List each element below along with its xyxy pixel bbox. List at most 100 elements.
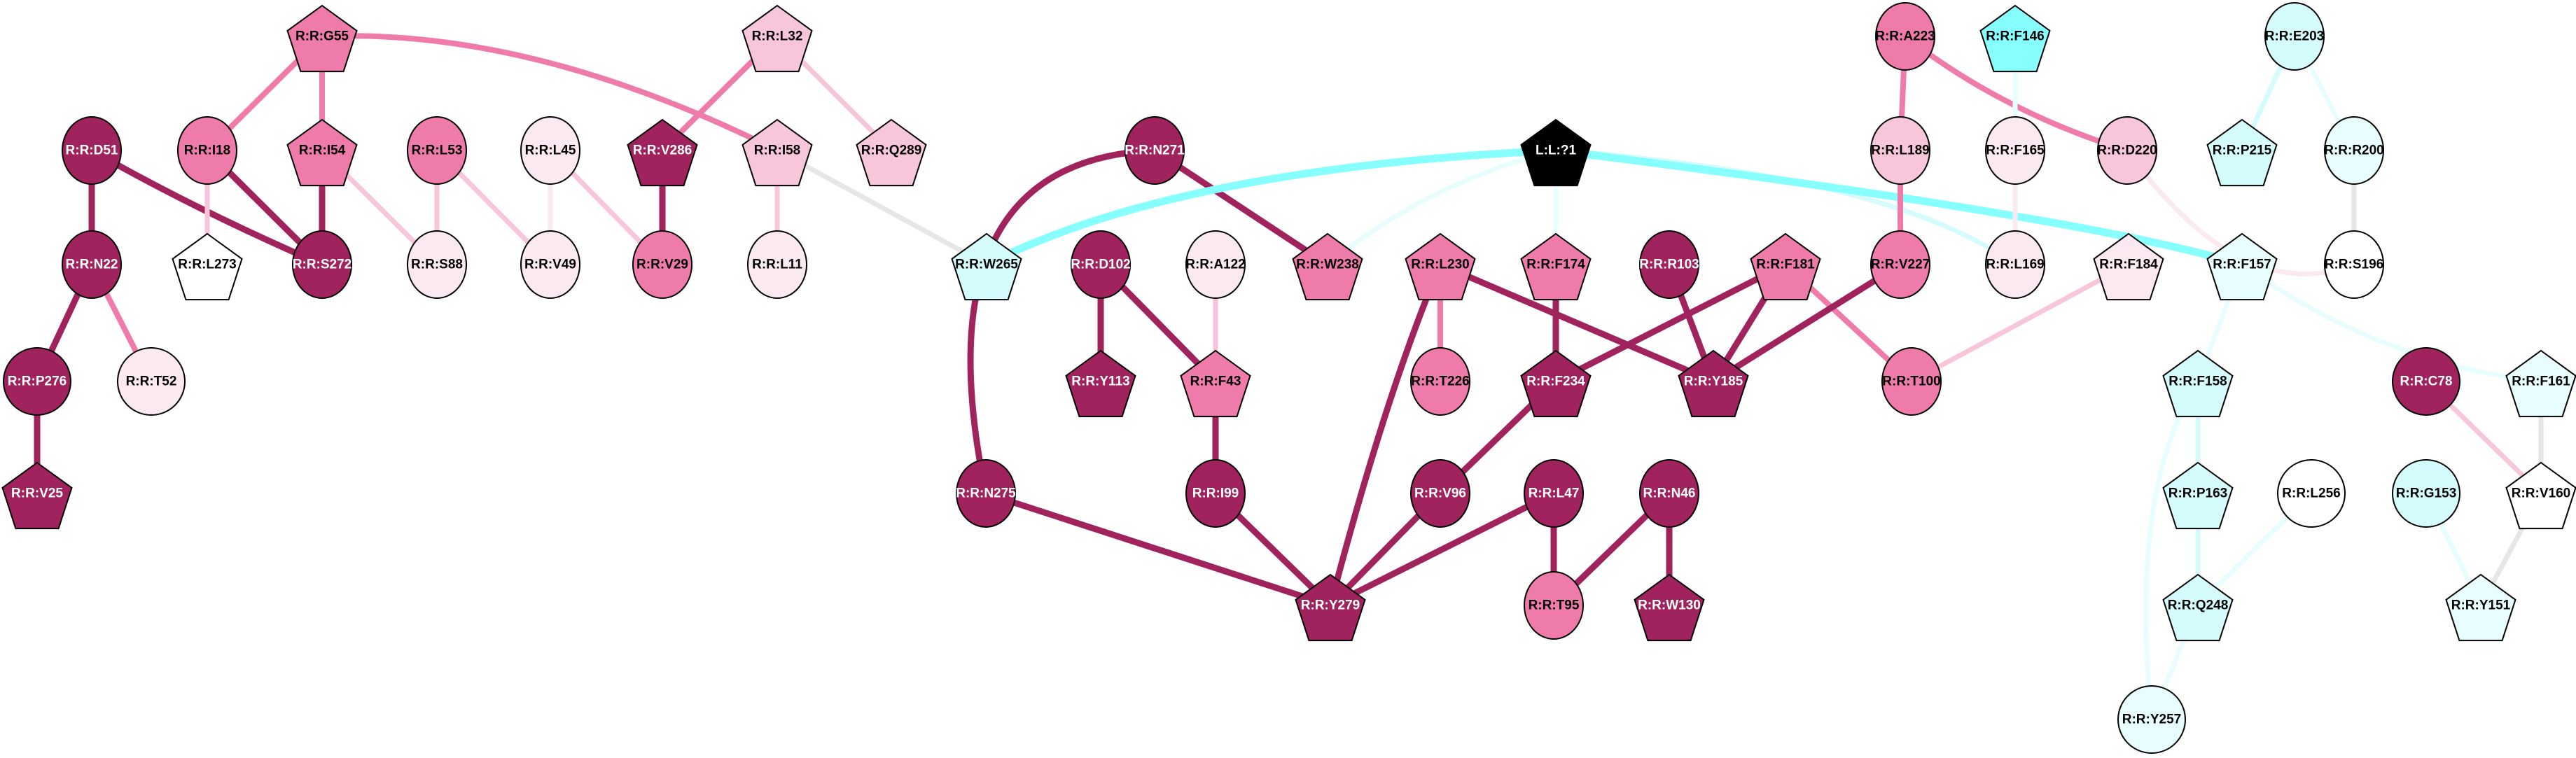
- node-a223[interactable]: R:R:A223: [1875, 2, 1935, 71]
- node-i99[interactable]: R:R:I99: [1185, 459, 1246, 528]
- node-n46[interactable]: R:R:N46: [1639, 459, 1699, 528]
- node-f43[interactable]: R:R:F43: [1180, 349, 1251, 418]
- node-y279[interactable]: R:R:Y279: [1295, 573, 1366, 642]
- node-l47[interactable]: R:R:L47: [1524, 459, 1584, 528]
- node-t95[interactable]: R:R:T95: [1524, 571, 1584, 640]
- node-n275[interactable]: R:R:N275: [956, 459, 1016, 528]
- node-f157[interactable]: R:R:F157: [2206, 232, 2278, 301]
- node-t52[interactable]: R:R:T52: [117, 347, 186, 416]
- node-l189[interactable]: R:R:L189: [1870, 116, 1930, 185]
- node-g55[interactable]: R:R:G55: [286, 4, 358, 73]
- node-v29[interactable]: R:R:V29: [632, 230, 692, 299]
- node-a122[interactable]: R:R:A122: [1185, 230, 1246, 299]
- node-label: R:R:N46: [1643, 486, 1696, 501]
- node-p276[interactable]: R:R:P276: [3, 347, 71, 416]
- node-label: R:R:S272: [293, 258, 351, 272]
- node-i58[interactable]: R:R:I58: [742, 118, 813, 187]
- node-l32[interactable]: R:R:L32: [742, 4, 813, 73]
- node-s196[interactable]: R:R:S196: [2324, 230, 2384, 299]
- node-y257[interactable]: R:R:Y257: [2117, 685, 2186, 754]
- node-t226[interactable]: R:R:T226: [1410, 347, 1470, 416]
- node-l169[interactable]: R:R:L169: [1985, 230, 2045, 299]
- node-g153[interactable]: R:R:G153: [2392, 459, 2460, 528]
- node-label: R:R:L230: [1411, 258, 1469, 272]
- ellipse-node-shape: [1185, 230, 1246, 299]
- node-p163[interactable]: R:R:P163: [2162, 461, 2234, 530]
- node-v286[interactable]: R:R:V286: [627, 118, 698, 187]
- node-label: R:R:P163: [2168, 486, 2227, 501]
- pentagon-node-shape: [2206, 232, 2278, 301]
- ellipse-node-shape: [1071, 230, 1131, 299]
- node-label: R:R:D51: [66, 143, 118, 158]
- node-f181[interactable]: R:R:F181: [1750, 232, 1821, 301]
- node-d102[interactable]: R:R:D102: [1071, 230, 1131, 299]
- ellipse-node-shape: [62, 230, 122, 299]
- node-f165[interactable]: R:R:F165: [1985, 116, 2045, 185]
- node-f158[interactable]: R:R:F158: [2162, 349, 2234, 418]
- node-f174[interactable]: R:R:F174: [1520, 232, 1592, 301]
- node-t100[interactable]: R:R:T100: [1881, 347, 1942, 416]
- node-l45[interactable]: R:R:L45: [520, 116, 580, 185]
- node-n22[interactable]: R:R:N22: [62, 230, 122, 299]
- node-i54[interactable]: R:R:I54: [286, 118, 358, 187]
- node-f161[interactable]: R:R:F161: [2505, 349, 2576, 418]
- node-r103[interactable]: R:R:R103: [1639, 230, 1699, 299]
- pentagon-node-shape: [172, 232, 243, 301]
- node-d220[interactable]: R:R:D220: [2097, 116, 2157, 185]
- node-f234[interactable]: R:R:F234: [1520, 349, 1592, 418]
- node-label: R:R:F174: [1526, 258, 1585, 272]
- node-label: R:R:F161: [2512, 374, 2570, 389]
- node-label: R:R:W265: [955, 258, 1018, 272]
- node-w265[interactable]: R:R:W265: [951, 232, 1022, 301]
- node-v96[interactable]: R:R:V96: [1410, 459, 1470, 528]
- node-label: R:R:S196: [2325, 258, 2383, 272]
- node-label: L:L:?1: [1536, 143, 1576, 158]
- node-label: R:R:V96: [1414, 486, 1466, 501]
- node-l230[interactable]: R:R:L230: [1405, 232, 1476, 301]
- ellipse-node-shape: [2277, 459, 2346, 528]
- node-s88[interactable]: R:R:S88: [407, 230, 467, 299]
- node-label: R:R:I99: [1192, 486, 1239, 501]
- ellipse-node-shape: [2097, 116, 2157, 185]
- node-v25[interactable]: R:R:V25: [1, 461, 73, 530]
- node-label: R:R:G153: [2396, 486, 2457, 501]
- node-l11[interactable]: R:R:L11: [747, 230, 807, 299]
- node-q289[interactable]: R:R:Q289: [856, 118, 927, 187]
- node-label: R:R:R103: [1639, 258, 1699, 272]
- node-q248[interactable]: R:R:Q248: [2162, 573, 2234, 642]
- ellipse-node-shape: [2392, 347, 2460, 416]
- pentagon-node-shape: [627, 118, 698, 187]
- node-label: R:R:Y151: [2451, 598, 2511, 613]
- node-y151[interactable]: R:R:Y151: [2445, 573, 2516, 642]
- node-w130[interactable]: R:R:W130: [1634, 573, 1705, 642]
- node-v227[interactable]: R:R:V227: [1870, 230, 1930, 299]
- node-l53[interactable]: R:R:L53: [407, 116, 467, 185]
- node-v49[interactable]: R:R:V49: [520, 230, 580, 299]
- node-r200[interactable]: R:R:R200: [2324, 116, 2384, 185]
- node-y113[interactable]: R:R:Y113: [1065, 349, 1136, 418]
- pentagon-node-shape: [742, 4, 813, 73]
- node-label: R:R:F181: [1756, 258, 1815, 272]
- pentagon-node-shape: [1520, 349, 1592, 418]
- node-p215[interactable]: R:R:P215: [2206, 118, 2278, 187]
- node-lig[interactable]: L:L:?1: [1520, 118, 1592, 187]
- node-e203[interactable]: R:R:E203: [2264, 2, 2325, 71]
- node-label: R:R:F157: [2213, 258, 2271, 272]
- pentagon-node-shape: [1520, 232, 1592, 301]
- node-label: R:R:V49: [524, 258, 576, 272]
- node-f146[interactable]: R:R:F146: [1979, 4, 2051, 73]
- node-c78[interactable]: R:R:C78: [2392, 347, 2460, 416]
- node-w238[interactable]: R:R:W238: [1292, 232, 1363, 301]
- node-n271[interactable]: R:R:N271: [1125, 116, 1185, 185]
- node-i18[interactable]: R:R:I18: [177, 116, 237, 185]
- node-v160[interactable]: R:R:V160: [2505, 461, 2576, 530]
- node-d51[interactable]: R:R:D51: [62, 116, 122, 185]
- node-s272[interactable]: R:R:S272: [292, 230, 352, 299]
- edge-lig-w265: [984, 146, 1557, 268]
- node-l256[interactable]: R:R:L256: [2277, 459, 2346, 528]
- node-label: R:R:F158: [2168, 374, 2227, 389]
- node-y185[interactable]: R:R:Y185: [1678, 349, 1749, 418]
- node-l273[interactable]: R:R:L273: [172, 232, 243, 301]
- node-f184[interactable]: R:R:F184: [2093, 232, 2164, 301]
- pentagon-node-shape: [1405, 232, 1476, 301]
